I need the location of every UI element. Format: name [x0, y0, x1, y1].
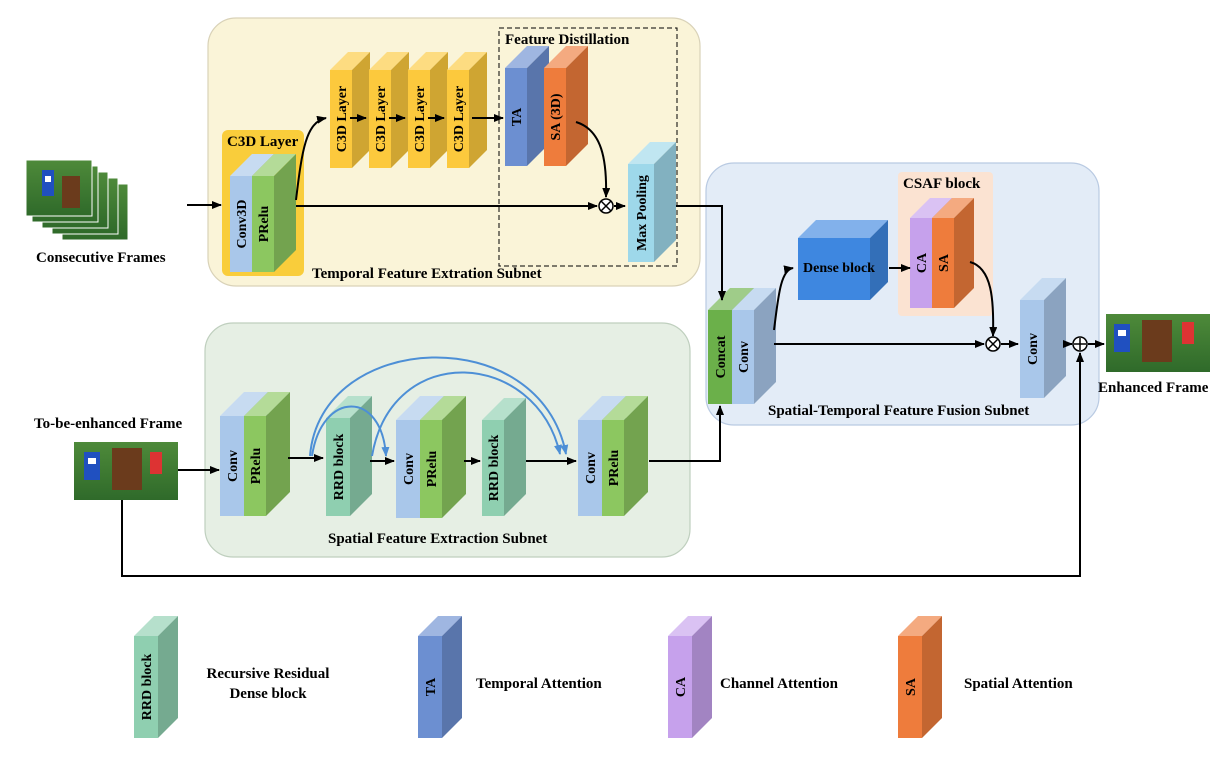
add-operator	[1072, 336, 1088, 352]
c3d-layer-title: C3D Layer	[227, 134, 299, 150]
max-pooling-block: Max Pooling	[628, 142, 676, 262]
spatial-prelu-block-2: PRelu	[420, 396, 466, 518]
ca-block-label: CA	[915, 252, 930, 273]
legend-swatch-1-label: RRD block	[140, 654, 155, 721]
spatial-prelu-block-1: PRelu	[244, 392, 290, 516]
max-pooling-block-label: Max Pooling	[635, 175, 650, 251]
arrow-maxpool-to-concat	[676, 205, 726, 301]
feature-distillation-title: Feature Distillation	[505, 32, 630, 48]
legend-swatch-2: TA	[418, 616, 462, 738]
sa-block-label: SA	[937, 253, 952, 272]
dense-block: Dense block	[798, 220, 888, 300]
legend-swatch-3-label: CA	[674, 676, 689, 697]
legend-swatch-3: CA	[668, 616, 712, 738]
fusion-conv-block: Conv	[732, 288, 776, 404]
dense-block-label: Dense block	[803, 261, 875, 276]
prelu-temporal-block: PRelu	[252, 154, 296, 272]
csaf-block-title: CSAF block	[903, 176, 981, 192]
to-be-enhanced-frame	[74, 442, 178, 500]
arrow-sa-to-mult2	[969, 261, 998, 337]
spatial-prelu-block-3-label: PRelu	[607, 450, 622, 487]
skip-arc-rrd1-to-conv3	[371, 371, 562, 457]
fusion-out-conv-block-label: Conv	[1026, 333, 1041, 365]
c3d-layer-block-1-label: C3D Layer	[335, 86, 350, 153]
sa3d-block-label: SA (3D)	[549, 93, 564, 140]
c3d-layer-block-1: C3D Layer	[330, 52, 370, 168]
consecutive-frames-label: Consecutive Frames	[36, 250, 166, 266]
c3d-layer-block-3-label: C3D Layer	[413, 86, 428, 153]
legend-swatch-4: SA	[898, 616, 942, 738]
skip-arc-conv1-to-conv2	[311, 405, 390, 457]
rrd-block-2-label: RRD block	[487, 435, 502, 502]
sa3d-block: SA (3D)	[544, 46, 588, 166]
legend-desc: Temporal Attention	[476, 676, 602, 692]
c3d-layer-block-4-label: C3D Layer	[452, 86, 467, 153]
spatial-prelu-block-2-label: PRelu	[425, 451, 440, 488]
c3d-layer-block-4: C3D Layer	[447, 52, 487, 168]
legend-item-3: CA Channel Attention	[668, 616, 839, 738]
ta-block-label: TA	[510, 107, 525, 126]
multiply-operator-fusion	[985, 336, 1001, 352]
arrow-prelu3-to-concat	[649, 405, 724, 462]
spatial-conv-block-2-label: Conv	[402, 453, 417, 485]
spatial-subnet-title: Spatial Feature Extraction Subnet	[328, 531, 547, 547]
arrow-concat-to-dense	[773, 265, 794, 331]
legend-desc-line2: Dense block	[229, 686, 307, 702]
legend-swatch-1: RRD block	[134, 616, 178, 738]
legend-item-2: TA Temporal Attention	[418, 616, 602, 738]
fusion-out-conv-block: Conv	[1020, 278, 1066, 398]
legend-item-4: SA Spatial Attention	[898, 616, 1073, 738]
sa-block: SA	[932, 198, 974, 308]
legend-swatch-2-label: TA	[424, 677, 439, 696]
legend-desc-line1: Recursive Residual	[207, 666, 330, 682]
connections	[121, 114, 1105, 577]
rrd-block-1-label: RRD block	[332, 434, 347, 501]
rrd-block-2: RRD block	[482, 398, 526, 516]
spatial-prelu-block-1-label: PRelu	[249, 448, 264, 485]
c3d-layer-block-2: C3D Layer	[369, 52, 409, 168]
legend-swatch-4-label: SA	[904, 677, 919, 696]
prelu-temporal-block-label: PRelu	[257, 206, 272, 243]
ta-block: TA	[505, 46, 549, 166]
conv3d-block-label: Conv3D	[235, 199, 250, 248]
enhanced-frame-image	[1106, 314, 1210, 372]
frame-thumb	[25, 159, 93, 217]
spatial-conv-block-1-label: Conv	[226, 450, 241, 482]
rrd-block-1: RRD block	[326, 396, 372, 516]
arrow-global-residual	[121, 352, 1084, 577]
arrow-sa3d-to-mult	[575, 121, 611, 198]
consecutive-frames-stack	[25, 159, 129, 241]
c3d-layer-block-3: C3D Layer	[408, 52, 448, 168]
multiply-operator-temporal	[598, 198, 614, 214]
legend-desc: Channel Attention	[720, 676, 839, 692]
fusion-subnet-title: Spatial-Temporal Feature Fusion Subnet	[768, 403, 1029, 419]
spatial-prelu-block-3: PRelu	[602, 396, 648, 516]
fusion-conv-block-label: Conv	[737, 341, 752, 373]
concat-block-label: Concat	[714, 335, 729, 378]
feature-distillation-box	[498, 27, 678, 267]
legend-desc: Spatial Attention	[964, 676, 1073, 692]
arrow-prelu-to-c3d	[295, 115, 327, 201]
to-be-enhanced-label: To-be-enhanced Frame	[34, 416, 183, 432]
c3d-layer-block-2-label: C3D Layer	[374, 86, 389, 153]
skip-arc-conv1-to-conv3	[309, 356, 569, 457]
temporal-subnet-title: Temporal Feature Extration Subnet	[312, 266, 542, 282]
spatial-conv-block-3-label: Conv	[584, 452, 599, 484]
enhanced-frame-label: Enhanced Frame	[1098, 380, 1209, 396]
